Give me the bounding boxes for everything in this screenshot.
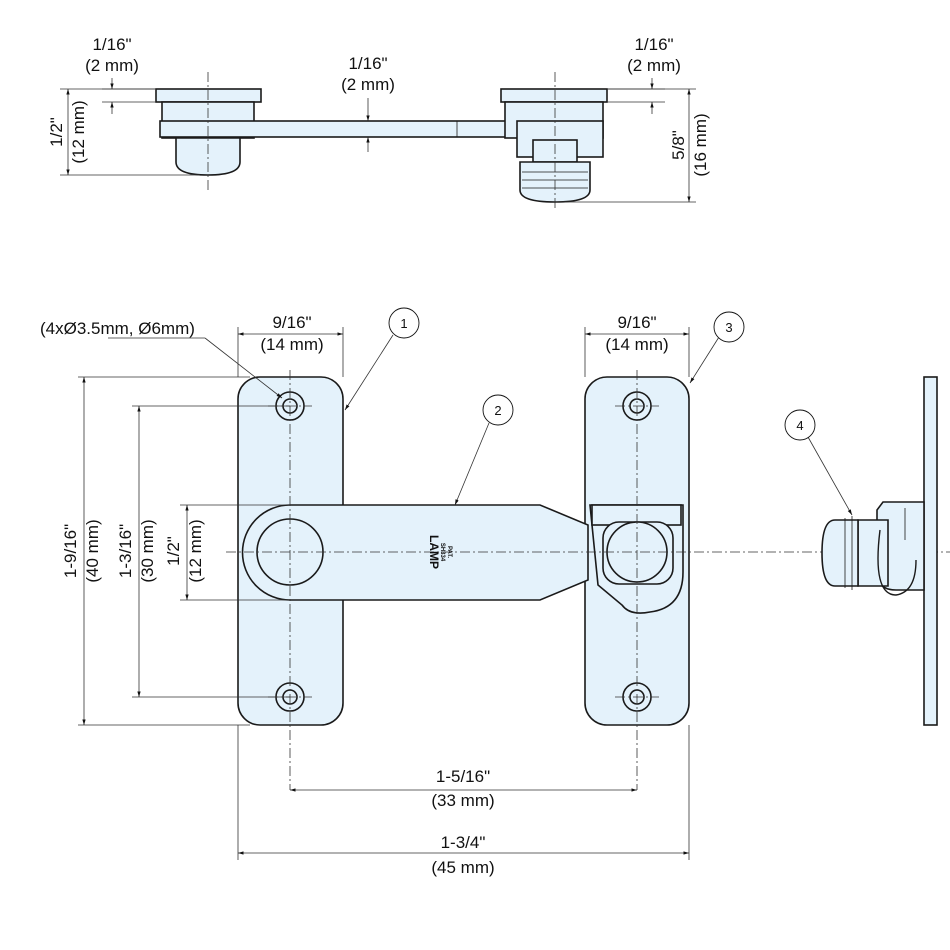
top-right-height-dim-in: 5/8" <box>669 130 688 160</box>
callout-3-label: 3 <box>725 320 732 335</box>
left-plate-width-in: 9/16" <box>272 313 311 332</box>
callout-4-label: 4 <box>796 418 803 433</box>
left-plate-width-mm: (14 mm) <box>260 335 323 354</box>
top-right-height-dim-mm: (16 mm) <box>691 113 710 176</box>
callout-4 <box>784 409 816 441</box>
top-bar <box>159 120 521 138</box>
top-left-height-dim-in: 1/2" <box>47 117 66 147</box>
callout-2 <box>482 394 514 426</box>
stamp-pat: PAT. <box>446 546 452 558</box>
overall-width-mm: (45 mm) <box>431 858 494 877</box>
center-distance-in: 1-5/16" <box>436 767 490 786</box>
callouts <box>344 307 853 516</box>
stamp-model: SH334 <box>439 543 445 562</box>
top-left-flange-dim-in: 1/16" <box>92 35 131 54</box>
hole-spacing-mm: (30 mm) <box>138 519 157 582</box>
overall-width-in: 1-3/4" <box>441 833 486 852</box>
side-plate <box>923 376 938 726</box>
bar-width-mm: (12 mm) <box>186 519 205 582</box>
top-right-flange <box>500 88 608 103</box>
callout-3 <box>713 311 745 343</box>
top-bar-dim-in: 1/16" <box>348 54 387 73</box>
right-plate-width-mm: (14 mm) <box>605 335 668 354</box>
callout-1 <box>388 307 420 339</box>
side-view <box>821 376 938 726</box>
callout-2-label: 2 <box>494 403 501 418</box>
top-left-height-dim-mm: (12 mm) <box>69 100 88 163</box>
front-view: LAMP SH334 PAT. <box>78 327 950 860</box>
stamp-brand: LAMP <box>427 535 441 569</box>
overall-height-mm: (40 mm) <box>83 519 102 582</box>
callout-1-label: 1 <box>400 316 407 331</box>
overall-height-in: 1-9/16" <box>61 524 80 578</box>
center-distance-mm: (33 mm) <box>431 791 494 810</box>
stamp: LAMP SH334 PAT. <box>427 535 452 569</box>
bar-width-in: 1/2" <box>164 536 183 566</box>
holes-label: (4xØ3.5mm, Ø6mm) <box>40 319 195 338</box>
right-plate-width-in: 9/16" <box>617 313 656 332</box>
side-knob-body <box>857 519 889 587</box>
side-knob-head <box>821 519 859 587</box>
top-view <box>60 72 696 210</box>
top-right-flange-dim-mm: (2 mm) <box>627 56 681 75</box>
top-left-flange <box>155 88 262 103</box>
top-left-flange-dim-mm: (2 mm) <box>85 56 139 75</box>
hole-spacing-in: 1-3/16" <box>116 524 135 578</box>
top-right-flange-dim-in: 1/16" <box>634 35 673 54</box>
top-bar-dim-mm: (2 mm) <box>341 75 395 94</box>
